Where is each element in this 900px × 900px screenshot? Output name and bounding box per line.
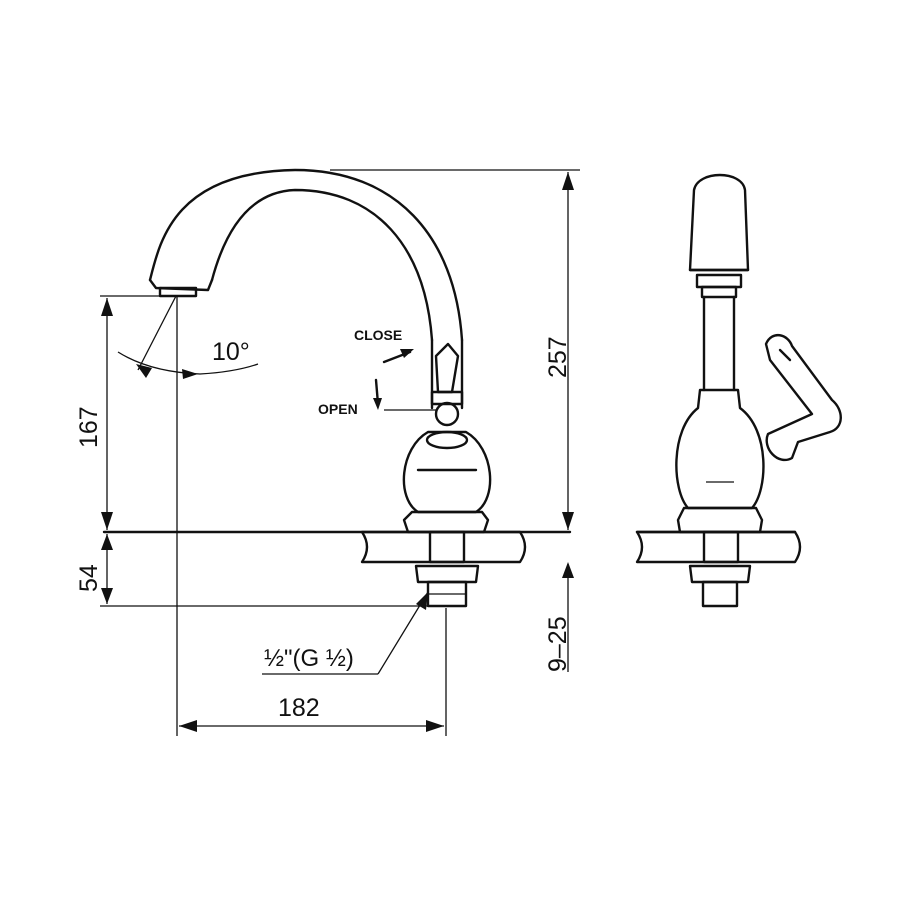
dim-54-arrow-bottom — [101, 588, 113, 604]
side-collar — [695, 273, 743, 289]
angle-arrow-left — [136, 364, 152, 378]
lock-nut — [414, 564, 480, 584]
dimension-lines: 257 167 54 9–25 182 10° ½"(G ½ — [75, 169, 580, 736]
dim-54-arrow-top — [101, 534, 113, 550]
spout-aerator — [158, 286, 198, 298]
dim-9-25-label: 9–25 — [544, 616, 572, 672]
open-arrow-head — [373, 398, 382, 410]
front-view: CLOSE OPEN — [102, 168, 572, 608]
side-shank — [702, 530, 740, 564]
lever-handle — [434, 342, 460, 394]
angle-arrow-right — [182, 369, 198, 379]
thread-half-2: ½ — [326, 645, 346, 672]
angle-label: 10° — [212, 338, 250, 366]
side-collar-2 — [700, 285, 738, 299]
side-thread-tail — [701, 580, 739, 608]
side-lever — [764, 334, 842, 462]
side-view — [635, 173, 842, 608]
dim-167-arrow-top — [101, 298, 113, 316]
thread-close: ) — [346, 645, 354, 672]
counter-slab-side — [635, 530, 802, 564]
side-nut — [688, 564, 752, 584]
dim-257-label: 257 — [544, 336, 572, 378]
close-arrow-head — [400, 349, 414, 358]
counter-slab-front — [360, 530, 527, 564]
open-label: OPEN — [318, 401, 358, 417]
angle-ray — [137, 295, 177, 371]
shank-upper — [428, 530, 466, 564]
side-lever-tip — [778, 348, 792, 362]
side-body — [675, 388, 765, 510]
dim-182-label: 182 — [278, 694, 320, 722]
thread-prefix: "(G — [284, 645, 326, 672]
close-label: CLOSE — [354, 327, 402, 343]
side-top-cap — [688, 173, 750, 272]
dim-182-arrow-left — [179, 720, 197, 732]
dim-257-arrow-top — [562, 172, 574, 190]
thread-leader-arrow — [416, 592, 428, 610]
base-flange — [402, 510, 490, 534]
dim-182-arrow-right — [426, 720, 444, 732]
spout-outer — [148, 168, 464, 342]
side-base — [676, 506, 764, 534]
dim-167-label: 167 — [75, 406, 103, 448]
faucet-body — [402, 430, 492, 514]
thread-half-1: ½ — [264, 645, 284, 672]
angle-arc — [117, 351, 259, 375]
thread-label: ½"(G ½) — [264, 645, 354, 672]
body-ring — [425, 430, 469, 450]
dim-257-arrow-bottom — [562, 512, 574, 530]
dim-54-label: 54 — [75, 564, 103, 592]
lever-pivot — [434, 401, 460, 427]
spout-inner — [210, 188, 434, 342]
dim-9-25-arrow — [562, 562, 574, 578]
dim-167-arrow-bottom — [101, 512, 113, 530]
